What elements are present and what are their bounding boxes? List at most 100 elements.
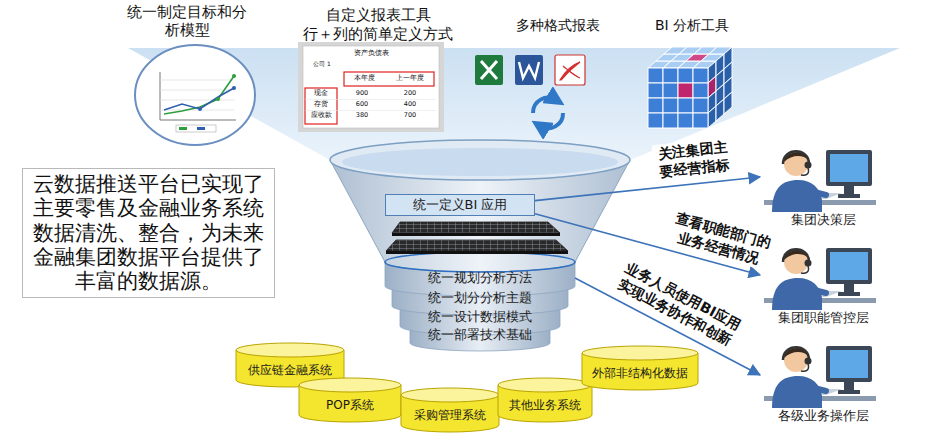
cylinder-top (401, 388, 499, 402)
chart-illustration (232, 86, 236, 90)
cube-cell (663, 83, 678, 98)
person-icon-part (801, 168, 809, 175)
cube-cell (693, 113, 708, 128)
chart-illustration (164, 76, 234, 114)
person-icon-part (801, 266, 809, 273)
funnel-band: 统一划分分析主题 (410, 290, 550, 306)
format-icons (519, 62, 539, 78)
person-icon (760, 338, 880, 408)
table-cell: 600 (356, 101, 368, 109)
person-icon-part (830, 350, 868, 378)
table-cell: 存货 (314, 101, 328, 109)
person-icon-part (830, 154, 868, 182)
person-icon-part (826, 150, 872, 186)
table-cell: 公司 1 (313, 60, 331, 67)
cube-cell (663, 113, 678, 128)
funnel (330, 140, 630, 351)
funnel (392, 233, 560, 236)
cylinder-top (236, 343, 344, 357)
table-cell: 400 (404, 101, 416, 109)
table-cell: 应收款 (311, 112, 332, 120)
section-heading: 统一制定目标和分 析模型 (124, 3, 250, 39)
format-icons (560, 62, 580, 80)
funnel (342, 148, 618, 176)
person-icon-part (783, 249, 809, 262)
cube-cell (708, 106, 716, 128)
section-heading: BI 分析工具 (655, 17, 729, 34)
node-text: 统一规划分析方法 (385, 270, 575, 286)
person-icon-part (783, 347, 809, 360)
node-text: 云数据推送平台已实现了 主要零售及金融业务系统 数据清洗、整合，为未来 金融集团… (31, 172, 266, 294)
report-table-illustration (298, 42, 444, 132)
cube-cell (678, 68, 693, 83)
cube-cell (716, 99, 724, 121)
person-icon-part (805, 162, 812, 169)
node-text: 外部非结构化数据 (592, 360, 688, 386)
node-text: POP系统 (326, 392, 374, 418)
section-heading: 多种格式报表 (516, 17, 600, 34)
person-icon-part (826, 248, 872, 284)
cube-cell (663, 98, 678, 113)
person-icon (760, 142, 880, 212)
person-icon-part (844, 382, 854, 390)
table-cell: 200 (404, 90, 416, 98)
funnel (392, 222, 560, 233)
cube-cell (663, 68, 678, 83)
person-icon-part (784, 348, 808, 372)
cube-cell (648, 113, 663, 128)
chart-illustration (176, 125, 216, 132)
funnel (386, 240, 568, 251)
funnel (386, 251, 568, 254)
format-icons (481, 61, 497, 79)
chart-illustration (197, 127, 205, 130)
arrow-label: 查看职能部门的 业务经营情况 (663, 207, 778, 271)
format-icons (515, 55, 543, 85)
role-label: 集团职能管控层 (760, 310, 886, 326)
cube-cell (693, 83, 708, 98)
funnel (410, 326, 550, 351)
funnel-band: 统一部署技术基础 (415, 327, 545, 343)
chart-illustration (160, 80, 234, 110)
format-icons (540, 113, 563, 128)
database-cylinder: 外部非结构化数据 (581, 345, 699, 391)
role-label: 各级业务操作层 (760, 408, 886, 424)
person-icon-part (806, 288, 826, 293)
cylinder-top (582, 346, 698, 360)
chart-illustration (179, 127, 187, 130)
user-role: 集团决策层 (760, 142, 886, 228)
person-icon (760, 240, 880, 310)
funnel (330, 140, 630, 180)
report-table-illustration (303, 46, 439, 128)
person-icon-part (838, 194, 860, 198)
cube-cell (693, 98, 708, 113)
person-icon-part (838, 390, 860, 394)
chart-illustration (135, 45, 255, 145)
node-text: 采购管理系统 (414, 402, 486, 428)
cylinder-top (299, 378, 401, 392)
chart-illustration (216, 97, 220, 101)
table-cell: 现金 (314, 90, 328, 98)
database-cylinder: 其他业务系统 (497, 377, 593, 423)
section-heading: 行＋列的简单定义方式 (303, 25, 453, 43)
person-icon-part (784, 250, 808, 274)
format-icons (475, 55, 503, 85)
person-icon-part (844, 284, 854, 292)
table-cell: 本年度 (354, 75, 375, 83)
chart-illustration (164, 88, 234, 110)
section-heading: 自定义报表工具 (326, 6, 431, 24)
report-table-illustration (305, 88, 337, 124)
bi-app-box: 统一定义BI 应用 (385, 194, 535, 216)
note-box: 云数据推送平台已实现了 主要零售及金融业务系统 数据清洗、整合，为未来 金融集团… (22, 168, 275, 298)
cube-cell (724, 92, 732, 114)
cube-cell (678, 83, 693, 98)
database-cylinder: POP系统 (298, 377, 402, 423)
flow-arrow (535, 177, 760, 201)
node-text: 统一部署技术基础 (415, 327, 545, 343)
cube-cell (648, 98, 663, 113)
person-icon-part (772, 376, 822, 408)
table-cell: 900 (356, 90, 368, 98)
chart-illustration (160, 72, 236, 120)
person-icon-part (784, 152, 808, 176)
node-text: 统一设计数据模式 (410, 309, 550, 325)
